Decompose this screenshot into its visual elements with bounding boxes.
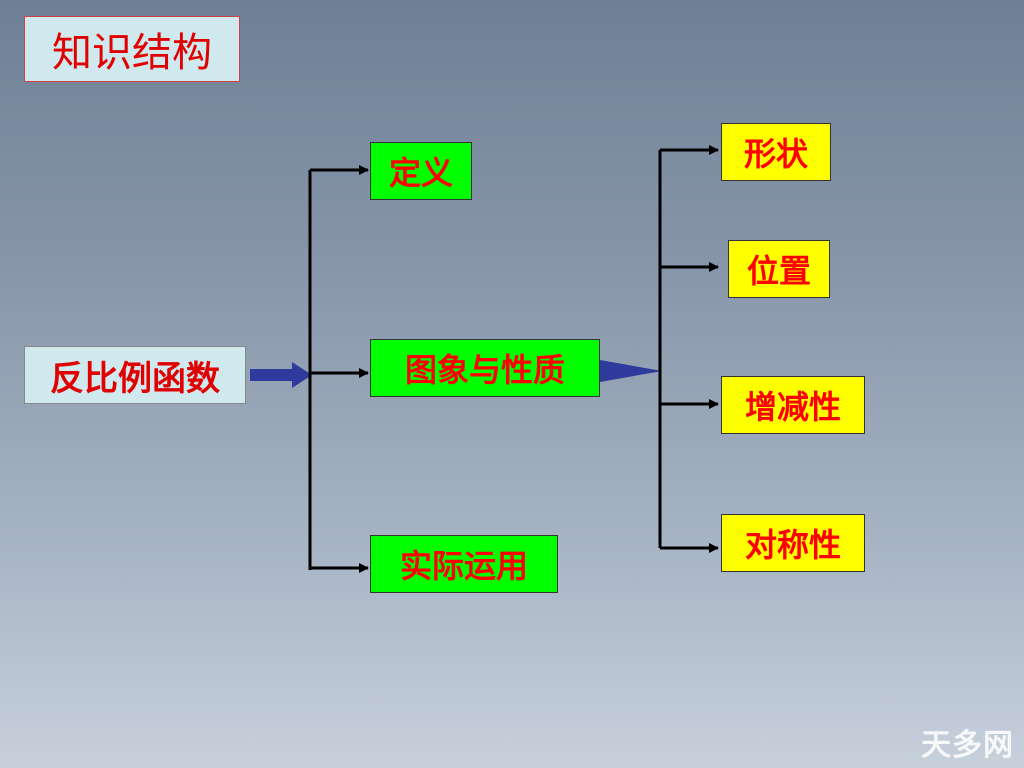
branch-node-application: 实际运用	[370, 535, 558, 593]
graph-properties-wedge	[600, 360, 662, 382]
branch-node-graph-properties: 图象与性质	[370, 339, 600, 397]
property-node-shape: 形状	[721, 123, 831, 181]
watermark-text: 天多网	[921, 728, 1014, 763]
property-node-monotonicity: 增减性	[721, 376, 865, 434]
root-node: 反比例函数	[24, 346, 246, 404]
slide-title: 知识结构	[24, 16, 240, 82]
root-arrow	[250, 362, 312, 388]
branch-node-definition: 定义	[370, 142, 472, 200]
property-node-position: 位置	[728, 240, 830, 298]
property-node-symmetry: 对称性	[721, 514, 865, 572]
